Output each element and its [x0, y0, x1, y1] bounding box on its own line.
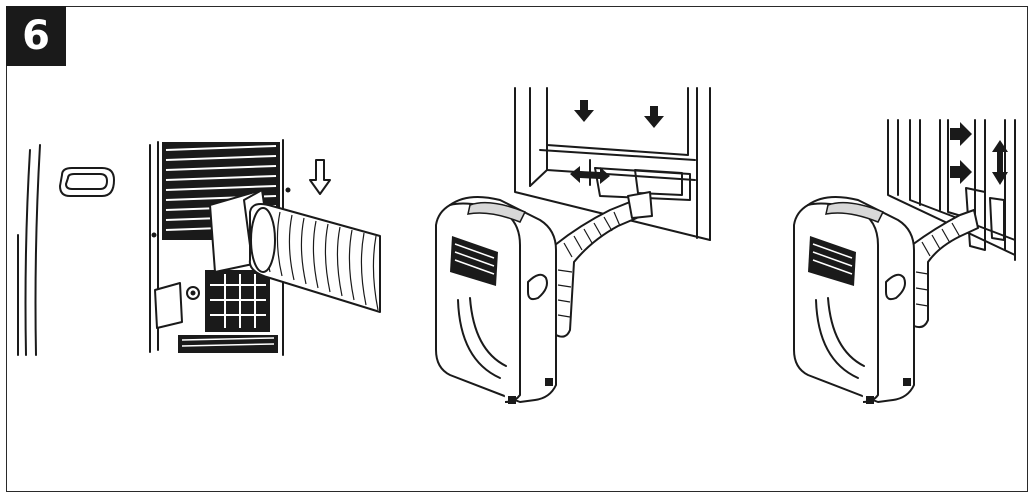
exhaust-hose: [911, 209, 979, 329]
window-frame: [514, 87, 711, 241]
down-arrow-icon: [309, 159, 331, 195]
exhaust-hose: [248, 203, 381, 313]
exhaust-hose: [554, 191, 653, 338]
side-handle-icon: [59, 167, 115, 197]
panel-hose-attach: [17, 139, 381, 356]
portable-ac-unit: [435, 195, 557, 404]
portable-ac-unit: [793, 195, 915, 404]
right-arrow-icon: [950, 160, 972, 184]
step-number-badge: 6: [6, 6, 66, 66]
right-arrow-icon: [950, 122, 972, 146]
horizontal-double-arrow-icon: [570, 166, 610, 184]
down-arrow-icon: [644, 106, 664, 128]
panel-sliding-window: [435, 87, 711, 404]
vertical-double-arrow-icon: [992, 140, 1008, 185]
window-frame: [887, 119, 1016, 261]
figure-frame: [6, 6, 1028, 492]
down-arrow-icon: [574, 100, 594, 122]
unit-side-edge: [17, 144, 41, 356]
panel-vertical-window: [793, 119, 1016, 404]
